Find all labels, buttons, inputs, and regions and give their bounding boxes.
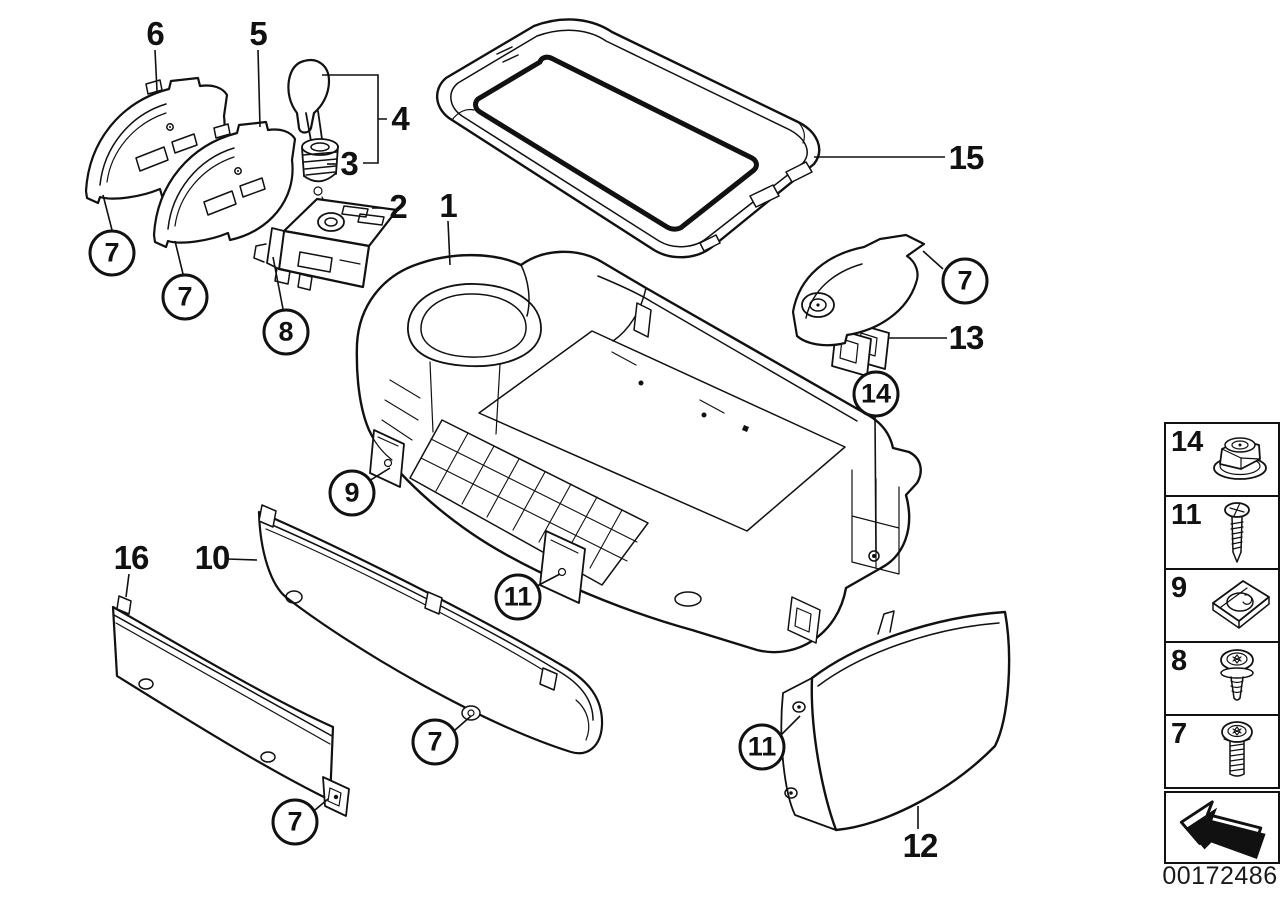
part-13-bracket-drawing	[791, 233, 926, 377]
sheet-metal-nut-clip-icon	[1212, 580, 1270, 629]
part-1-console-carrier-drawing	[355, 250, 922, 654]
part-label-15[interactable]: 15	[948, 139, 985, 176]
self-tapping-screw-icon	[1224, 502, 1250, 563]
legend-item-8: 8	[1166, 643, 1278, 716]
part-4-knob-drawing	[287, 58, 331, 142]
torx-button-screw-icon	[1221, 721, 1253, 777]
part-label-5[interactable]: 5	[249, 15, 267, 52]
legend-number-14: 14	[1171, 426, 1204, 458]
part-label-3[interactable]: 3	[340, 145, 358, 182]
part-label-2[interactable]: 2	[389, 188, 407, 225]
part-10-side-rail-drawing	[257, 504, 604, 755]
part-label-16[interactable]: 16	[113, 539, 150, 576]
leader-lines	[102, 49, 947, 829]
hex-flange-nut-icon	[1213, 437, 1267, 480]
legend-number-11: 11	[1171, 499, 1202, 531]
fastener-callout-9[interactable]: 9	[328, 469, 376, 517]
fastener-callout-11-b[interactable]: 11	[738, 723, 786, 771]
legend-number-8: 8	[1171, 645, 1188, 677]
fastener-callout-7-b[interactable]: 7	[161, 273, 209, 321]
legend-number-9: 9	[1171, 572, 1188, 604]
fastener-callout-11-a[interactable]: 11	[494, 573, 542, 621]
part-label-6[interactable]: 6	[146, 15, 164, 52]
legend-item-11: 11	[1166, 497, 1278, 570]
legend-nav-arrow[interactable]	[1164, 791, 1280, 864]
image-number: 00172486	[1162, 862, 1278, 890]
legend-number-7: 7	[1171, 718, 1188, 750]
back-arrow-icon	[1179, 799, 1266, 859]
legend-item-7: 7	[1166, 716, 1278, 787]
part-label-12[interactable]: 12	[902, 827, 939, 864]
part-label-1[interactable]: 1	[439, 187, 457, 224]
part-12-rear-cover-drawing	[780, 610, 1011, 832]
legend-item-14: 14	[1166, 424, 1278, 497]
fastener-callout-7-a[interactable]: 7	[88, 229, 136, 277]
part-label-4[interactable]: 4	[391, 100, 409, 137]
fastener-callout-14[interactable]: 14	[852, 370, 900, 418]
part-15-lid-frame-drawing	[436, 18, 821, 259]
fastener-legend: 14 11 9	[1164, 422, 1280, 789]
part-16-side-panel-drawing	[111, 595, 350, 817]
torx-flange-screw-icon	[1220, 649, 1254, 701]
part-label-13[interactable]: 13	[948, 319, 985, 356]
legend-item-9: 9	[1166, 570, 1278, 643]
fastener-callout-7-c[interactable]: 7	[941, 257, 989, 305]
fastener-callout-7-d[interactable]: 7	[411, 718, 459, 766]
fastener-callout-8[interactable]: 8	[262, 308, 310, 356]
part-label-10[interactable]: 10	[194, 539, 231, 576]
part-2-housing-drawing	[253, 197, 399, 291]
fastener-callout-7-e[interactable]: 7	[271, 798, 319, 846]
